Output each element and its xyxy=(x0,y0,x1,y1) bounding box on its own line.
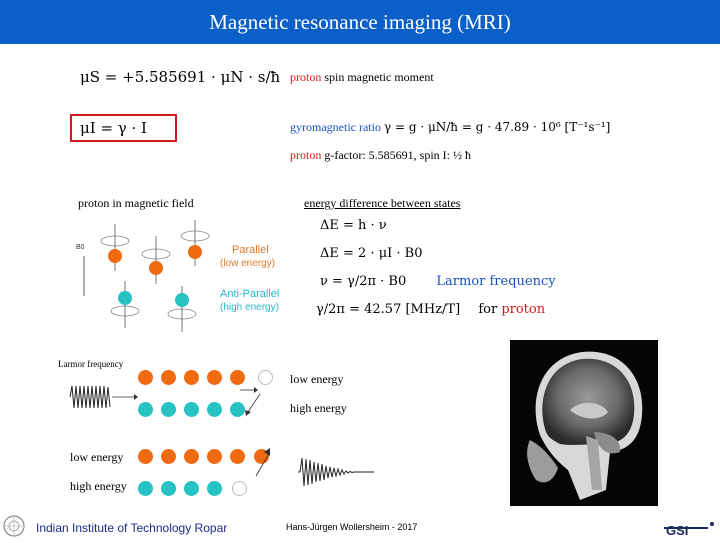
mri-brain-image xyxy=(510,340,658,506)
for-word: for xyxy=(478,302,502,317)
nu-equation-line: ν = γ/2π · B0 Larmor frequency xyxy=(320,274,556,289)
upper-spin-grid xyxy=(130,362,290,422)
fid-signal xyxy=(296,452,378,492)
proton-antiparallel-2 xyxy=(175,293,189,307)
rf-wave-svg xyxy=(69,385,138,409)
fid-wave xyxy=(299,457,374,487)
antiparallel-sublabel: (high energy) xyxy=(220,302,279,313)
orange-dot xyxy=(184,370,199,385)
proton-parallel-1 xyxy=(108,249,122,263)
mri-brain-svg xyxy=(527,351,643,500)
iit-logo-svg xyxy=(3,515,25,537)
ratio-equation: γ/2π = 42.57 [MHz/T] xyxy=(316,302,461,317)
orange-dot xyxy=(230,449,245,464)
teal-dot xyxy=(184,402,199,417)
teal-dot xyxy=(138,402,153,417)
delta-e-mu-b: ΔE = 2 · μI · B0 xyxy=(320,246,423,261)
antiparallel-label-block: Anti-Parallel (high energy) xyxy=(220,288,279,314)
teal-dot xyxy=(207,402,222,417)
gsi-logo-text: GSI xyxy=(666,523,688,538)
author-text: Hans-Jürgen Wollersheim - 2017 xyxy=(286,522,418,532)
face xyxy=(527,440,558,483)
proton-antiparallel-1 xyxy=(118,291,132,305)
g-factor-line: proton g-factor: 5.585691, spin I: ½ ħ xyxy=(290,148,471,163)
g-factor-rest: g-factor: 5.585691, spin I: ½ ħ xyxy=(321,148,471,162)
title-bar xyxy=(0,0,720,44)
teal-dot xyxy=(138,481,153,496)
gyro-equation: γ = g · μN/ħ = g · 47.89 · 10⁶ [T⁻¹s⁻¹] xyxy=(383,120,611,134)
gsi-logo-svg: GSI xyxy=(664,522,714,538)
parallel-label: Parallel xyxy=(232,244,269,256)
b0-label: B0 xyxy=(76,244,85,251)
logo-cross xyxy=(4,516,24,536)
parallel-label-block: Parallel (low energy) xyxy=(220,244,275,270)
gsi-logo: GSI xyxy=(664,518,716,538)
gyromagnetic-line: gyromagnetic ratio γ = g · μN/ħ = g · 47… xyxy=(290,120,610,135)
orange-dot xyxy=(207,449,222,464)
larmor-small-label: Larmor frequency xyxy=(58,359,124,369)
orange-dot xyxy=(161,370,176,385)
rf-arrowhead xyxy=(134,394,138,400)
spin-diagram xyxy=(83,220,210,332)
orange-dot xyxy=(207,370,222,385)
empty-dot xyxy=(232,481,247,496)
fid-signal-svg xyxy=(298,457,374,487)
g-factor-proton: proton xyxy=(290,148,322,162)
logo-bar xyxy=(664,527,708,529)
proton-parallel-2 xyxy=(149,261,163,275)
arrowhead xyxy=(254,387,258,393)
arrow-line xyxy=(247,393,261,413)
corpus-callosum xyxy=(570,402,608,419)
iit-logo xyxy=(2,514,26,538)
gyro-label: gyromagnetic ratio xyxy=(290,120,381,134)
lower-spin-grid xyxy=(130,443,290,503)
lower-transition-arrow xyxy=(250,446,280,491)
orange-dot xyxy=(138,370,153,385)
spin-moment-equation: μS = +5.585691 · μN · s/ħ xyxy=(80,68,281,86)
proton-word-2: proton xyxy=(501,302,546,317)
lower-arrow-svg xyxy=(255,448,271,477)
transition-arrows-svg xyxy=(240,387,261,416)
teal-dot xyxy=(207,481,222,496)
orange-dot xyxy=(184,449,199,464)
orange-dot xyxy=(161,449,176,464)
institute-name: Indian Institute of Technology Ropar xyxy=(36,521,228,535)
proton-in-field-label: proton in magnetic field xyxy=(78,196,194,210)
high-energy-label-2: high energy xyxy=(70,479,127,493)
logo-dot xyxy=(710,522,714,526)
nu-equation: ν = γ/2π · B0 xyxy=(320,274,407,289)
orange-dot xyxy=(230,370,245,385)
proton-spin-illustration xyxy=(70,216,294,334)
rf-wave xyxy=(68,382,138,412)
orange-dot xyxy=(138,449,153,464)
rf-wave-line xyxy=(69,385,111,409)
empty-dot xyxy=(258,370,273,385)
parallel-sublabel: (low energy) xyxy=(220,258,276,269)
teal-dot xyxy=(161,402,176,417)
arrowhead xyxy=(245,410,251,416)
arrow-line xyxy=(255,451,271,477)
delta-e-hv: ΔE = h · ν xyxy=(320,218,387,233)
teal-dot xyxy=(184,481,199,496)
arrowhead xyxy=(264,448,270,456)
teal-dot xyxy=(230,402,245,417)
larmor-frequency-label: Larmor frequency xyxy=(436,274,556,289)
spin-moment-label: proton spin magnetic moment xyxy=(290,70,434,85)
proton-word: proton xyxy=(290,70,322,84)
cerebellum xyxy=(594,432,621,454)
high-energy-label-1: high energy xyxy=(290,401,347,415)
slide-title: Magnetic resonance imaging (MRI) xyxy=(209,10,511,34)
teal-dot xyxy=(161,481,176,496)
antiparallel-label: Anti-Parallel xyxy=(220,288,280,300)
mu-i-equation: μI = γ · I xyxy=(70,114,177,142)
brain xyxy=(542,358,635,445)
ratio-equation-line: γ/2π = 42.57 [MHz/T] for proton xyxy=(316,302,545,317)
spin-moment-rest: spin magnetic moment xyxy=(321,70,434,84)
spinal-cord xyxy=(586,436,602,490)
upper-transition-arrows xyxy=(232,386,272,423)
low-energy-label-1: low energy xyxy=(290,372,344,386)
energy-difference-label: energy difference between states xyxy=(304,196,461,210)
low-energy-label-2: low energy xyxy=(70,450,124,464)
proton-parallel-3 xyxy=(188,245,202,259)
